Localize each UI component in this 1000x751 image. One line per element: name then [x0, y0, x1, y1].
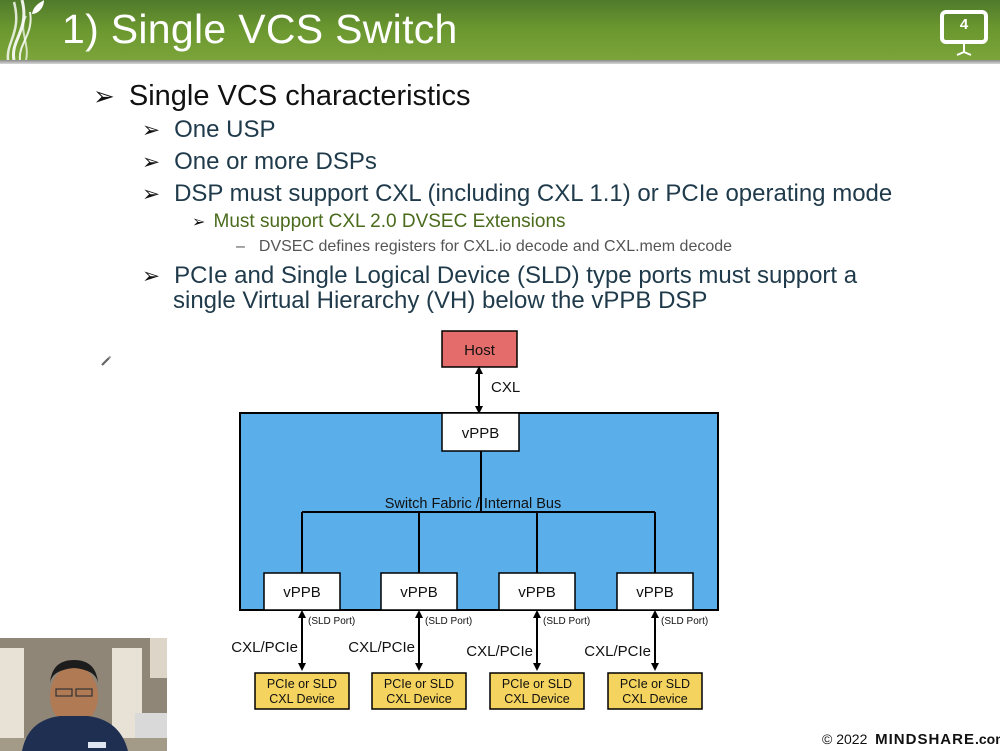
bus-label: Switch Fabric / Internal Bus: [385, 496, 562, 512]
bullet-arrow-icon: ➢: [192, 213, 206, 231]
downstream-vppb-label: vPPB: [400, 584, 438, 601]
port-link-label: CXL/PCIe: [466, 643, 533, 660]
cxl-device-box: [607, 672, 703, 710]
device-label-line2: CXL Device: [386, 692, 452, 706]
host-box: [441, 330, 518, 368]
bullet-text: One or more DSPs: [174, 148, 377, 175]
device-label-line1: PCIe or SLD: [384, 677, 454, 691]
pencil-cursor-icon: [101, 355, 112, 366]
slide-title: 1) Single VCS Switch: [62, 6, 458, 52]
bullet-dash: –: [236, 238, 245, 255]
port-type-label: (SLD Port): [543, 616, 590, 627]
downstream-vppb-box: [263, 572, 341, 611]
bullet-text: single Virtual Hierarchy (VH) below the …: [173, 287, 708, 314]
copyright-footer: © 2022 MINDSHARE.com: [822, 731, 1000, 748]
header-divider: [0, 60, 1000, 64]
device-label-line2: CXL Device: [504, 692, 570, 706]
bullet-arrow-icon: ➢: [142, 263, 161, 288]
bullet-text: Must support CXL 2.0 DVSEC Extensions: [213, 211, 566, 232]
bullet-text: DSP must support CXL (including CXL 1.1)…: [174, 180, 893, 207]
port-type-label: (SLD Port): [425, 616, 472, 627]
bullet-level1: ➢ Single VCS characteristics: [93, 80, 471, 113]
screen-stand-icon: [956, 44, 972, 56]
slide-number-badge: 4: [940, 10, 988, 56]
port-link-label: CXL/PCIe: [231, 639, 298, 656]
brand-name: MINDSHARE: [875, 731, 975, 748]
presentation-screen-icon: [940, 10, 988, 44]
downstream-vppb-box: [380, 572, 458, 611]
port-type-label: (SLD Port): [308, 616, 355, 627]
bullet-text: DVSEC defines registers for CXL.io decod…: [258, 238, 733, 255]
leaf-logo-icon: [6, 0, 44, 60]
bullet-level3: ➢ Must support CXL 2.0 DVSEC Extensions: [192, 211, 566, 233]
bullet-arrow-icon: ➢: [142, 117, 161, 142]
presenter-video-frame: [0, 638, 167, 751]
bullet-text: Single VCS characteristics: [128, 80, 471, 112]
host-link-label: CXL: [491, 379, 520, 396]
brand-domain: .com: [974, 731, 1000, 747]
device-label-line1: PCIe or SLD: [502, 677, 572, 691]
bullet-level2: ➢ PCIe and Single Logical Device (SLD) ty…: [142, 262, 857, 290]
downstream-vppb-label: vPPB: [518, 584, 556, 601]
copyright-text: © 2022: [822, 731, 868, 747]
bullet-level2-continuation: single Virtual Hierarchy (VH) below the …: [173, 287, 707, 315]
bullet-arrow-icon: ➢: [142, 149, 161, 174]
downstream-vppb-label: vPPB: [636, 584, 674, 601]
slide-header: 1) Single VCS Switch 4: [0, 0, 1000, 60]
port-link-label: CXL/PCIe: [348, 639, 415, 656]
bullet-arrow-icon: ➢: [142, 181, 161, 206]
bullet-level4: –DVSEC defines registers for CXL.io deco…: [236, 238, 732, 256]
downstream-vppb-label: vPPB: [283, 584, 321, 601]
presenter-webcam-video: [0, 638, 167, 751]
device-label-line2: CXL Device: [622, 692, 688, 706]
cxl-device-box: [371, 672, 467, 710]
downstream-vppb-box: [498, 572, 576, 611]
port-link-label: CXL/PCIe: [584, 643, 651, 660]
bullet-level2: ➢ One USP: [142, 116, 275, 144]
device-label-line2: CXL Device: [269, 692, 335, 706]
bullet-arrow-icon: ➢: [93, 81, 115, 111]
cxl-device-box: [254, 672, 350, 710]
bullet-level2: ➢ DSP must support CXL (including CXL 1.1…: [142, 180, 892, 208]
bullet-text: One USP: [174, 116, 276, 143]
downstream-vppb-box: [616, 572, 694, 611]
device-label-line1: PCIe or SLD: [267, 677, 337, 691]
port-type-label: (SLD Port): [661, 616, 708, 627]
bullet-level2: ➢ One or more DSPs: [142, 148, 377, 176]
upstream-vppb-box: [441, 412, 520, 452]
host-label: Host: [464, 342, 496, 359]
cxl-device-box: [489, 672, 585, 710]
device-label-line1: PCIe or SLD: [620, 677, 690, 691]
bullet-text: PCIe and Single Logical Device (SLD) typ…: [174, 262, 858, 289]
upstream-vppb-label: vPPB: [462, 425, 500, 442]
slide-number: 4: [959, 16, 969, 33]
